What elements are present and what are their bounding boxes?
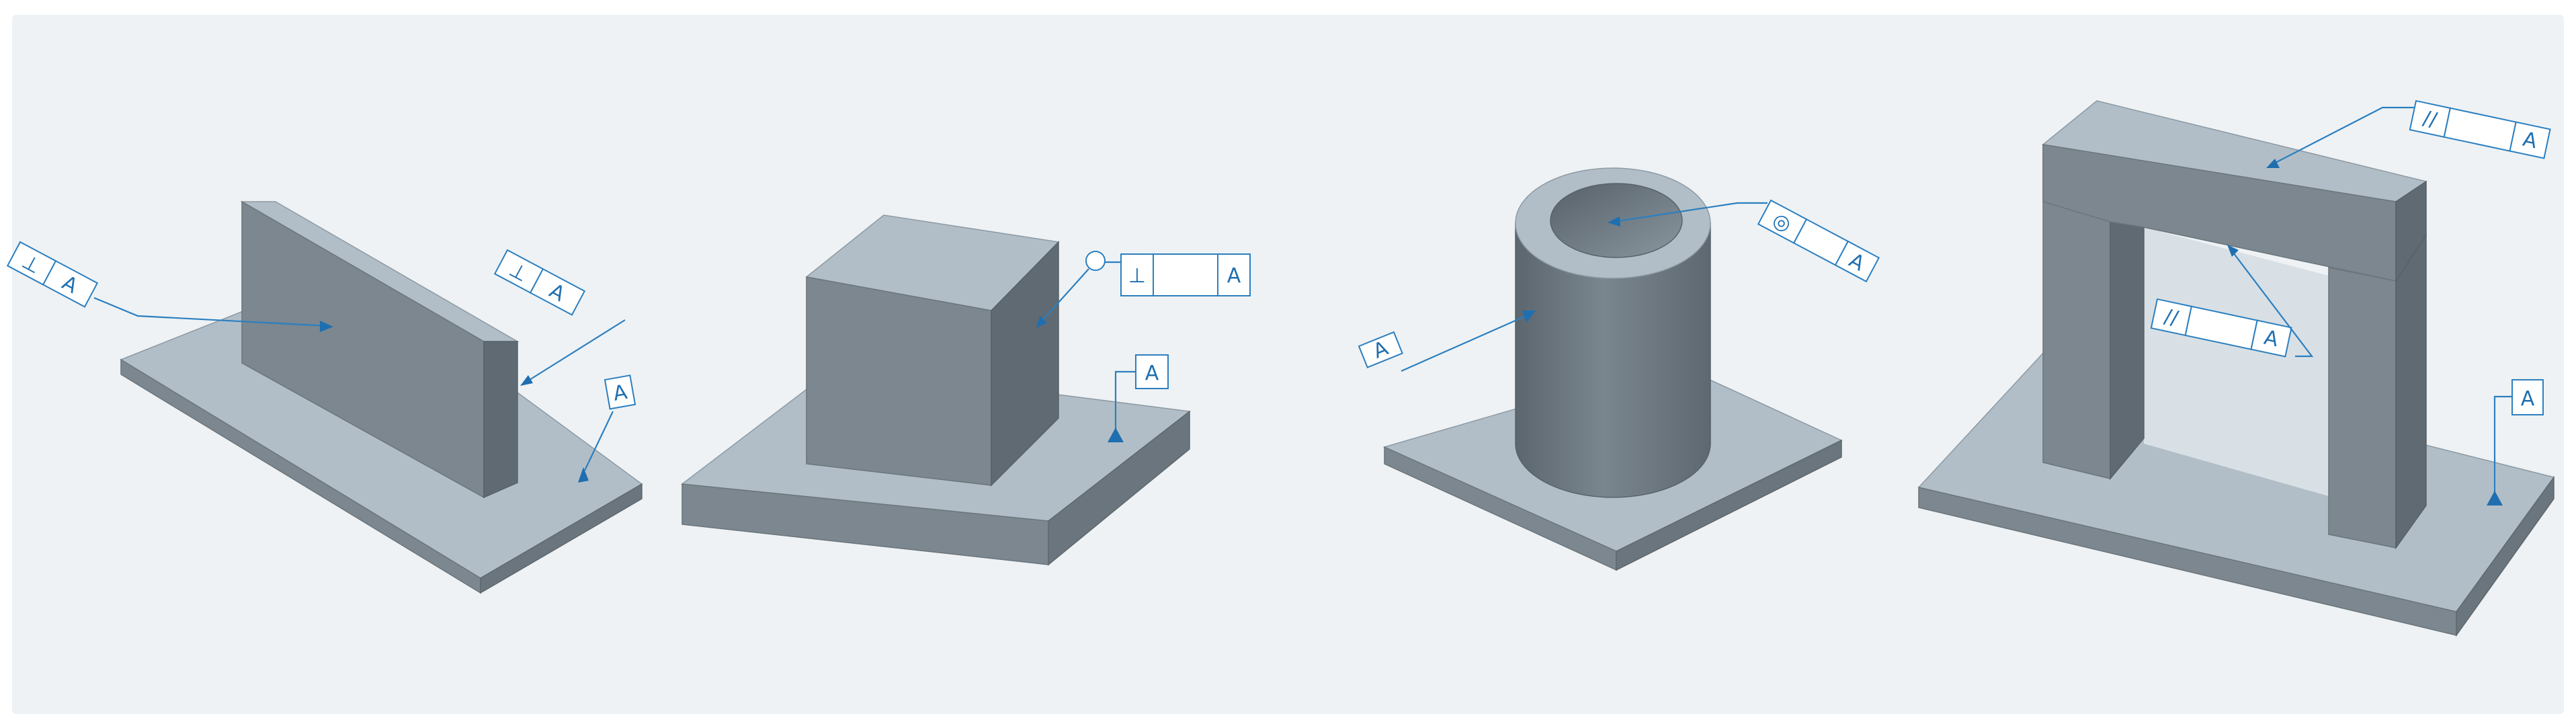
- background-panel: [12, 15, 2564, 714]
- crossbar-end: [2395, 180, 2427, 283]
- svg-text:A: A: [1145, 362, 1159, 385]
- frame-opening: [2144, 227, 2329, 496]
- svg-text:A: A: [2521, 387, 2535, 411]
- datum-feature-symbol: A: [578, 374, 636, 483]
- figure-coaxial-cylinder: ◎ A A: [1358, 167, 1880, 571]
- perpendicularity-symbol: ⊥: [1128, 264, 1146, 288]
- datum-feature-symbol: A: [2487, 379, 2544, 506]
- right-leg-side: [2395, 233, 2427, 550]
- datum-feature-symbol: A: [1358, 311, 1536, 372]
- cylinder-body: [1515, 223, 1711, 498]
- fcf-perpendicular-3: ⊥ A: [1036, 251, 1251, 328]
- datum-feature-symbol: A: [1108, 354, 1169, 442]
- fcf-perpendicular-2: ⊥ A: [493, 249, 626, 386]
- fcf-parallel-2: // A: [2150, 245, 2314, 358]
- wall-end-face: [483, 341, 518, 499]
- block-front-face: [806, 276, 992, 486]
- diameter-modifier-circle: [1085, 251, 1106, 271]
- fcf-concentricity: ◎ A: [1608, 199, 1880, 283]
- figure-perpendicular-block: ⊥ A A: [681, 214, 1251, 566]
- figure-parallel-frame: // A // A A: [1917, 99, 2555, 637]
- base-plate-side: [1616, 439, 1842, 571]
- fcf-parallel-1: // A: [2266, 99, 2551, 168]
- right-leg-front: [2328, 267, 2397, 549]
- fcf-perpendicular-1: ⊥ A: [6, 241, 333, 332]
- figure-perpendicular-wall: ⊥ A ⊥ A A: [6, 200, 643, 594]
- base-plate-side: [2456, 475, 2554, 637]
- datum-reference: A: [1227, 264, 1241, 288]
- block-side-face: [991, 241, 1059, 487]
- base-plate-side: [1048, 410, 1190, 566]
- base-plate-side: [480, 483, 642, 594]
